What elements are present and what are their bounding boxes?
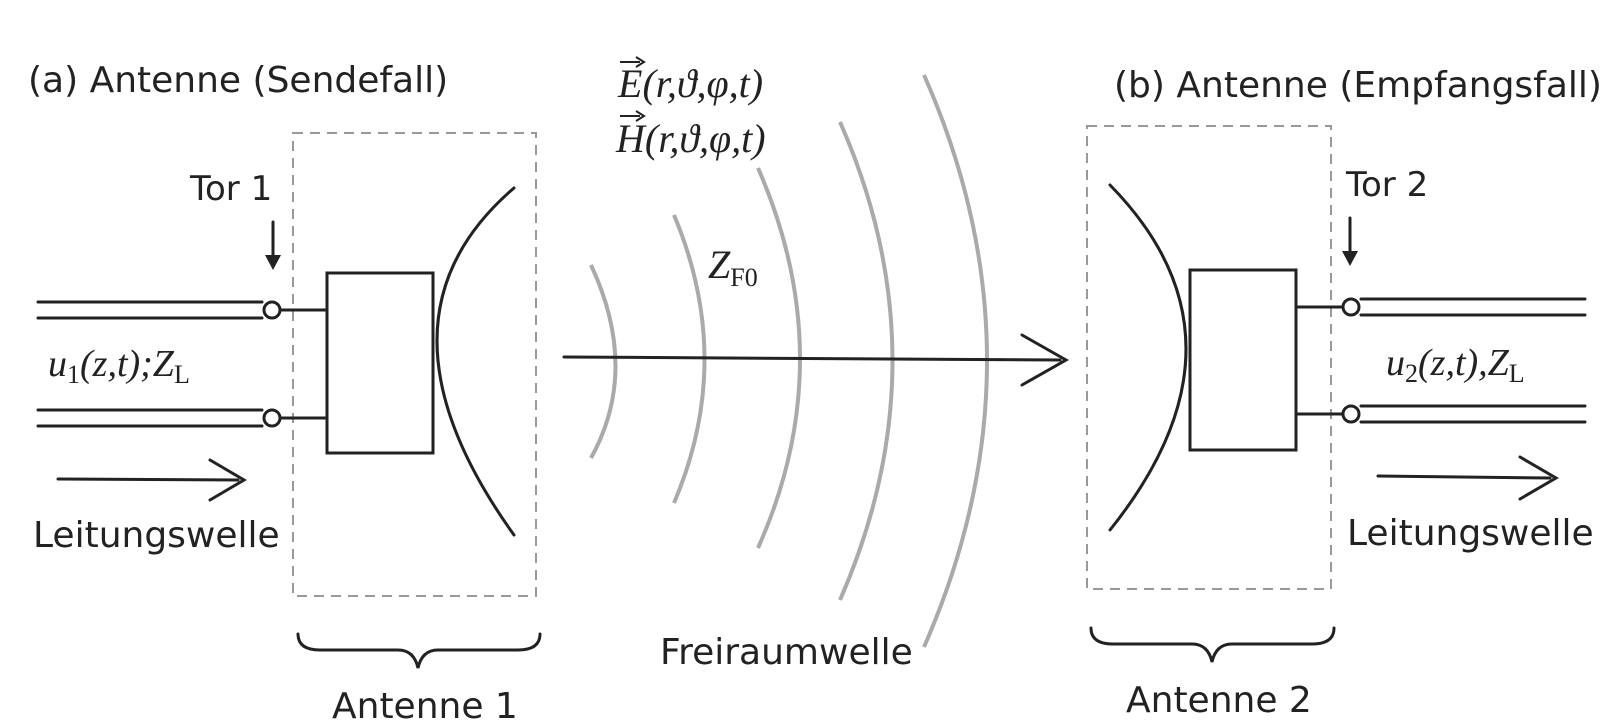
svg-text:H(r,ϑ,φ,t): H(r,ϑ,φ,t) bbox=[615, 116, 766, 161]
antenna-1-label: Antenne 1 bbox=[332, 686, 518, 725]
terminal-right-top bbox=[1341, 297, 1361, 317]
port-1-label: Tor 1 bbox=[189, 169, 272, 209]
antenna-1-brace bbox=[296, 632, 542, 669]
free-space-impedance-label: ZF0 bbox=[708, 242, 758, 292]
left-wave-arrow bbox=[56, 458, 247, 502]
propagation-arrow bbox=[562, 333, 1070, 387]
left-line-label: u1(z,t);ZL bbox=[48, 343, 190, 389]
port-1-arrowhead bbox=[265, 255, 281, 270]
terminal-right-bottom bbox=[1341, 404, 1361, 424]
port-2-arrowhead bbox=[1342, 251, 1358, 266]
free-space-wave-label: Freiraumwelle bbox=[660, 632, 913, 673]
antenna-1-reflector bbox=[435, 186, 516, 537]
right-wave-label: Leitungswelle bbox=[1347, 513, 1594, 554]
right-line-label: u2(z,t),ZL bbox=[1386, 342, 1525, 388]
terminal-left-bottom bbox=[262, 408, 282, 428]
transmission-line-left bbox=[36, 300, 329, 428]
antenna-1-box bbox=[292, 132, 537, 597]
antenna-1-network-block bbox=[325, 271, 435, 455]
e-field-label: E(r,ϑ,φ,t) bbox=[617, 56, 763, 106]
port-2-label: Tor 2 bbox=[1345, 165, 1428, 205]
right-title: (b) Antenne (Empfangsfall) bbox=[1114, 65, 1602, 106]
transmission-line-right bbox=[1294, 297, 1587, 424]
antenna-2-box bbox=[1086, 125, 1332, 590]
antenna-2-label: Antenne 2 bbox=[1126, 680, 1312, 721]
svg-text:E(r,ϑ,φ,t): E(r,ϑ,φ,t) bbox=[617, 61, 763, 106]
right-wave-arrow bbox=[1376, 455, 1559, 501]
h-field-label: H(r,ϑ,φ,t) bbox=[615, 110, 766, 161]
left-title: (a) Antenne (Sendefall) bbox=[28, 60, 448, 101]
antenna-2-reflector bbox=[1108, 183, 1188, 532]
left-wave-label: Leitungswelle bbox=[33, 515, 280, 556]
antenna-2-brace bbox=[1089, 626, 1336, 663]
terminal-left-top bbox=[262, 300, 282, 320]
antenna-2-network-block bbox=[1188, 268, 1298, 452]
